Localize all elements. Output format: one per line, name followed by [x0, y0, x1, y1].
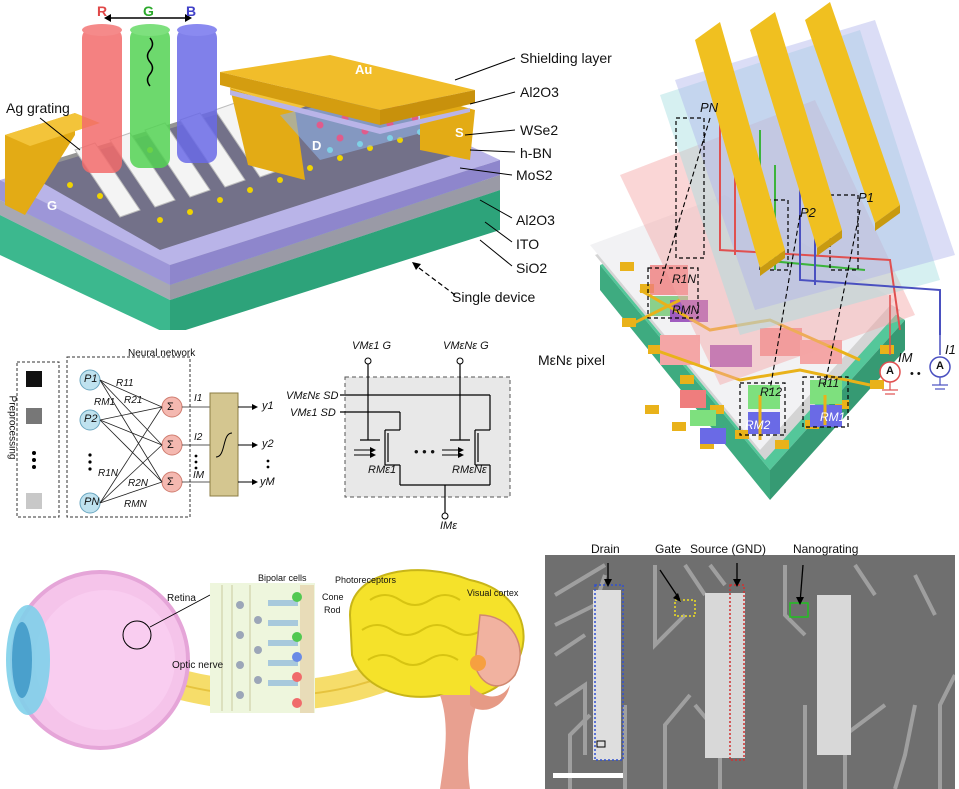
retina-label: Retina	[167, 593, 196, 604]
weight-rmn: RMN	[124, 499, 147, 510]
pixel-circuit-diagram	[340, 357, 511, 520]
preprocessing-label: Preprocessing	[6, 395, 18, 460]
weight-r1n: R1N	[98, 468, 119, 479]
sum-node-2: Σ	[167, 439, 174, 451]
ammeter-1: A	[936, 360, 944, 372]
ag-grating-label: Ag grating	[6, 100, 70, 116]
current-im: IM	[193, 470, 205, 481]
r-label-mn: RMN	[672, 303, 700, 317]
electrode-s-label: S	[455, 125, 464, 140]
neural-network-title: Neural network	[128, 348, 196, 359]
output-y2: y2	[262, 438, 274, 450]
neural-network-diagram	[16, 356, 270, 518]
p-label-n: PN	[700, 100, 719, 115]
output-ym: yM	[260, 476, 275, 488]
photoreceptors-label: Photoreceptors	[335, 575, 397, 585]
resistor-n: RMεNε	[452, 464, 487, 476]
sum-node-1: Σ	[167, 401, 174, 413]
r-label-m2: RM2	[745, 418, 771, 432]
sem-label-source: Source (GND)	[690, 542, 767, 556]
ammeter-m: A	[886, 365, 894, 377]
visual-cortex-label: Visual cortex	[467, 588, 519, 598]
cone-label: Cone	[322, 592, 344, 602]
input-p1: P1	[84, 373, 98, 385]
sum-node-m: Σ	[167, 476, 174, 488]
output-y1: y1	[262, 400, 274, 412]
bipolar-cells-label: Bipolar cells	[258, 573, 307, 583]
current-i2: I2	[194, 432, 203, 443]
r-label-11: R11	[818, 376, 840, 390]
electrode-d-label: D	[312, 138, 322, 153]
layer-shielding-label: Shielding layer	[520, 50, 612, 66]
single-device-label: Single device	[452, 289, 536, 305]
sem-label-drain: Drain	[591, 542, 620, 556]
sd-voltage-1: VMε1 SD	[290, 407, 336, 419]
current-im-label: IM	[898, 350, 913, 365]
sem-label-gate: Gate	[655, 542, 682, 556]
light-label-g: G	[143, 3, 154, 19]
array-illustration	[590, 2, 955, 500]
weight-r2n: R2N	[128, 478, 149, 489]
ammeter-dots: • •	[910, 368, 921, 380]
sd-voltage-n: VMεNε SD	[286, 390, 339, 402]
layer-sio2-label: SiO2	[516, 260, 548, 276]
layer-al2o3-label: Al2O3	[516, 212, 555, 228]
input-pn: PN	[84, 496, 100, 508]
weight-rm1: RM1	[94, 397, 116, 408]
layer-al2o3-top-label: Al2O3	[520, 84, 559, 100]
current-i1: I1	[194, 393, 203, 404]
r-label-m1: RM1	[820, 410, 846, 424]
layer-mos2-label: MoS2	[516, 167, 553, 183]
weight-r11: R11	[116, 378, 134, 389]
current-i1-label: I1	[945, 342, 956, 357]
output-current: IMε	[440, 520, 458, 532]
weight-r21: R21	[124, 395, 143, 406]
rod-label: Rod	[324, 605, 341, 615]
layer-hbn-label: h-BN	[520, 145, 552, 161]
circuit-ellipsis: • • •	[414, 444, 435, 459]
gate-voltage-n: VMεNε G	[443, 340, 489, 352]
sem-micrograph	[545, 555, 955, 789]
optic-nerve-label: Optic nerve	[172, 660, 224, 671]
electrode-g-label: G	[47, 198, 58, 213]
eye-brain-illustration	[6, 569, 525, 789]
electrode-au-label: Au	[355, 62, 373, 77]
gate-voltage-1: VMε1 G	[352, 340, 392, 352]
sem-label-nanograting: Nanograting	[793, 542, 859, 556]
p-label-2: P2	[800, 205, 816, 220]
pixel-label: MεNε pixel	[538, 352, 605, 368]
layer-wse2-label: WSe2	[520, 122, 559, 138]
resistor-1: RMε1	[368, 464, 397, 476]
light-label-b: B	[186, 3, 197, 19]
layer-ito-label: ITO	[516, 236, 540, 252]
input-p2: P2	[84, 413, 98, 425]
r-label-1n: R1N	[672, 272, 697, 286]
device-illustration	[0, 14, 516, 330]
r-label-12: R12	[760, 385, 783, 399]
p-label-1: P1	[858, 190, 874, 205]
light-label-r: R	[97, 3, 108, 19]
